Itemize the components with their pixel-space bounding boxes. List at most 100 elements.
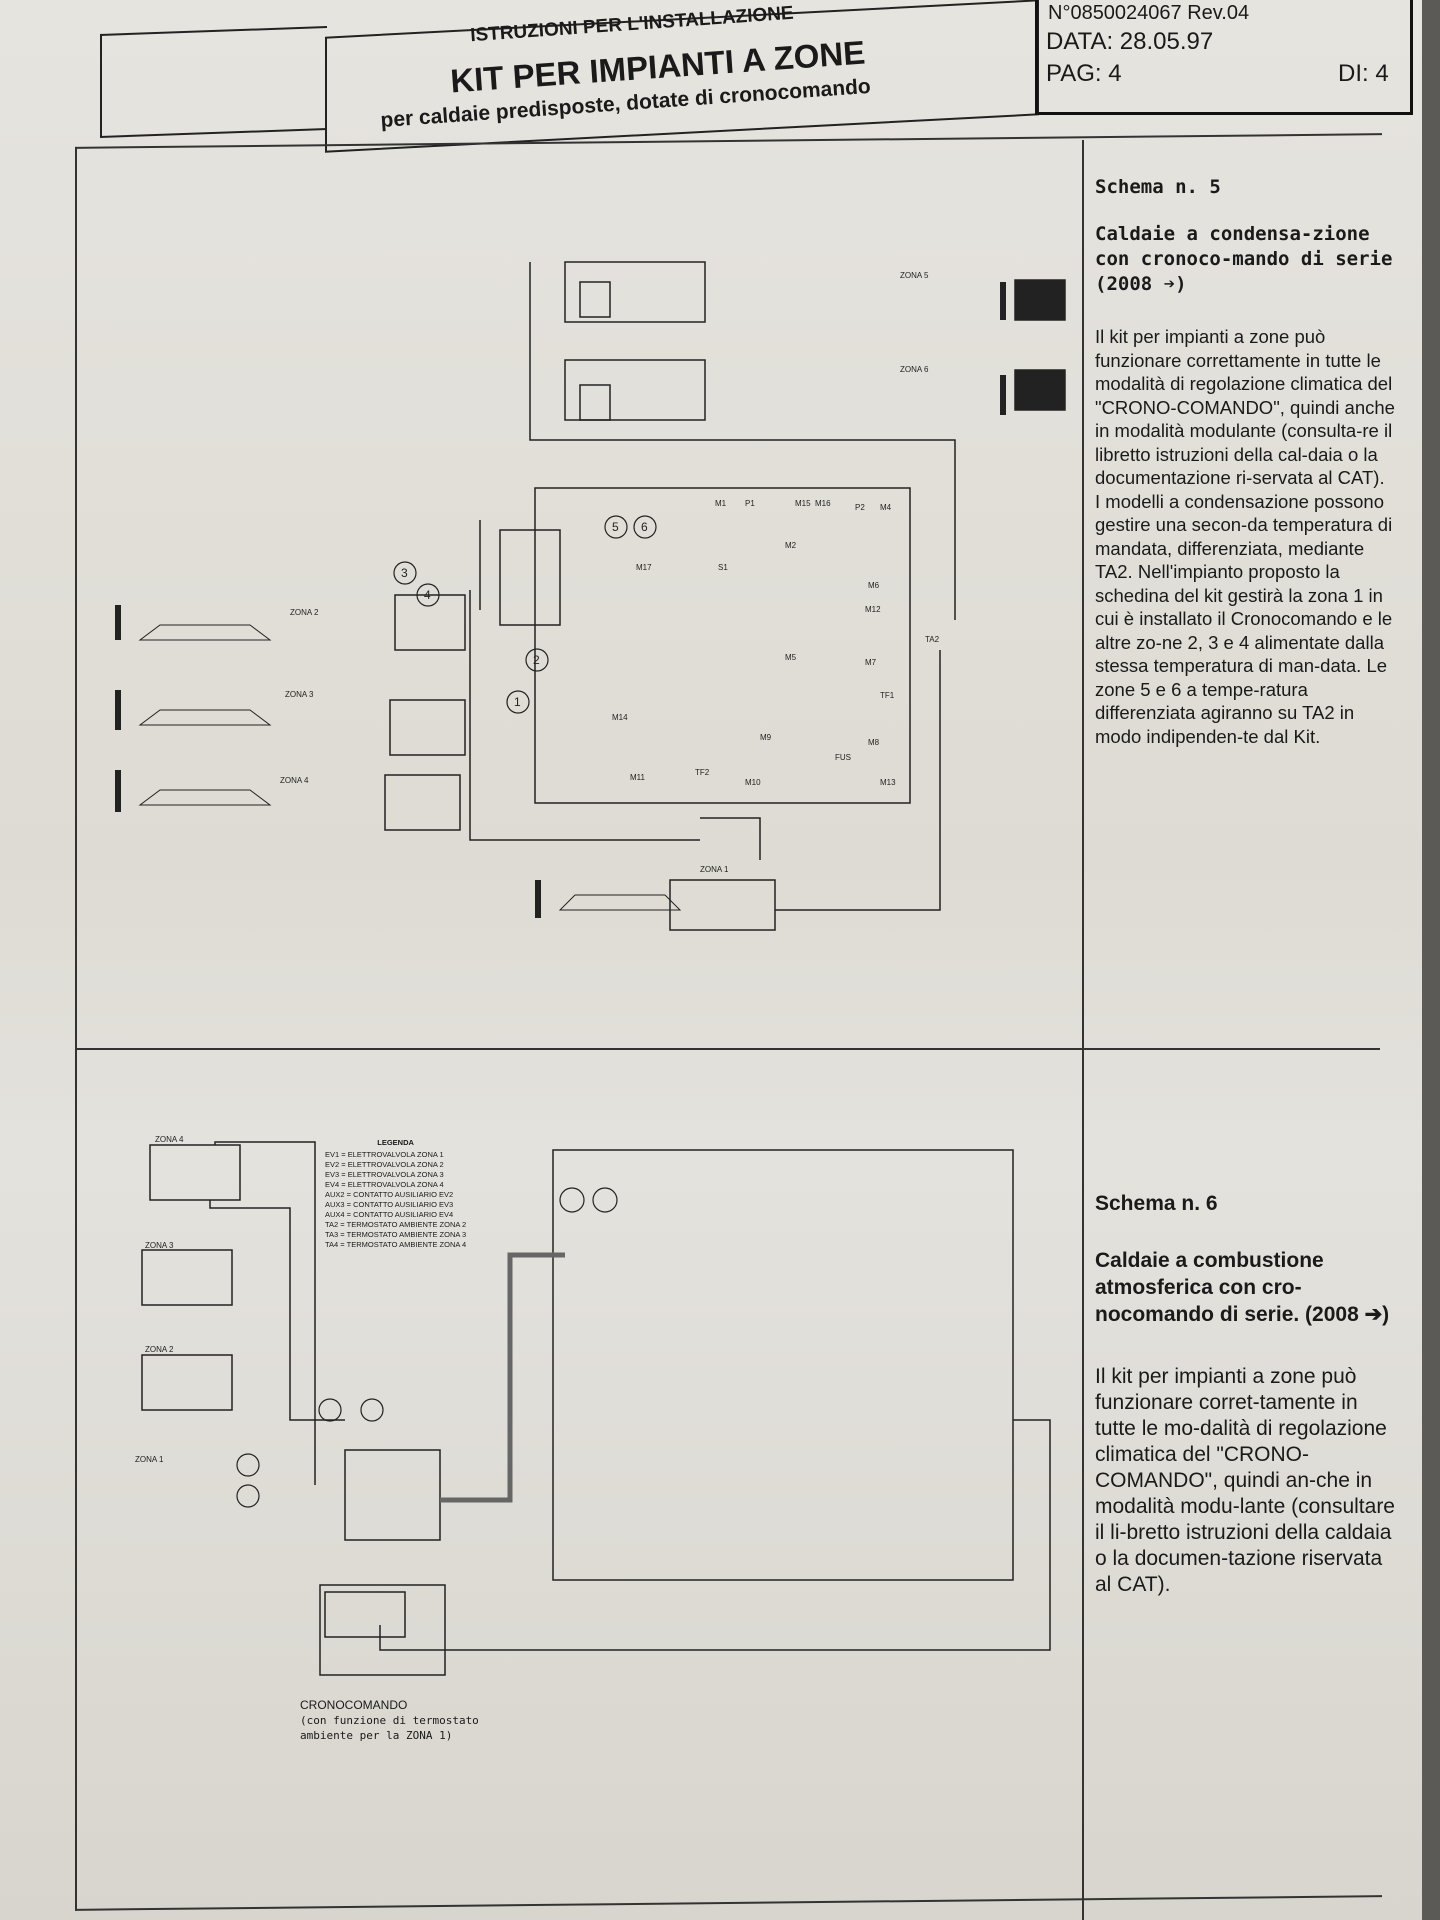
legend-item: AUX2 = CONTATTO AUSILIARIO EV2 — [325, 1190, 454, 1199]
board-label: M6 — [868, 581, 880, 590]
cronocomando-device — [319, 1584, 446, 1676]
cable-bundle — [440, 1252, 565, 1503]
board-label: TF1 — [880, 691, 895, 700]
schema5-title: Schema n. 5 — [1095, 176, 1221, 198]
legend-item: EV3 = ELETTROVALVOLA ZONA 3 — [325, 1170, 444, 1179]
board-label: M10 — [745, 778, 761, 787]
circle-label: 6 — [641, 520, 648, 534]
zone2-box — [394, 594, 466, 651]
zone3-box — [141, 1249, 233, 1306]
terminal-circle-2 — [525, 648, 549, 672]
zone-label: ZONA 2 — [145, 1345, 174, 1354]
doc-date: DATA: 28.05.97 — [1046, 28, 1214, 55]
terminal-circle-5 — [604, 515, 628, 539]
doc-page: PAG: 4 — [1046, 60, 1122, 87]
board-label: M2 — [785, 541, 797, 550]
wiring — [379, 1419, 1051, 1651]
schema5-body1: Il kit per impianti a zone può funzionar… — [1095, 326, 1395, 488]
zone-label: ZONA 1 — [135, 1455, 164, 1464]
circle-label: 1 — [514, 695, 521, 709]
zone-label: ZONA 5 — [900, 271, 929, 280]
schema6-body: Il kit per impianti a zone può funzionar… — [1095, 1365, 1395, 1596]
schema6-text: Schema n. 6 Caldaie a combustione atmosf… — [1095, 1190, 1395, 1610]
cronocomando-note: ambiente per la ZONA 1) — [300, 1729, 453, 1742]
cronocomando-caption: CRONOCOMANDO (con funzione di termostato… — [300, 1698, 479, 1743]
legend-item: TA3 = TERMOSTATO AMBIENTE ZONA 3 — [325, 1230, 467, 1239]
header-info-box: N°0850024067 Rev.04 DATA: 28.05.97 PAG: … — [1035, 0, 1413, 115]
board-label: M14 — [612, 713, 628, 722]
boiler-board — [534, 487, 911, 804]
board-label: S1 — [718, 563, 728, 572]
board-label: M5 — [785, 653, 797, 662]
terminal-circle-6 — [633, 515, 657, 539]
terminal-circle-4 — [360, 1398, 384, 1422]
cronocomando-device — [669, 879, 776, 931]
legend-title: LEGENDA — [377, 1138, 414, 1147]
cronocomando-label: CRONOCOMANDO — [300, 1698, 408, 1712]
zone3-box — [389, 699, 466, 756]
schema6-title: Schema n. 6 — [1095, 1192, 1218, 1215]
zone-label: ZONA 2 — [290, 608, 319, 617]
zone2-box — [141, 1354, 233, 1411]
board-label: M13 — [880, 778, 896, 787]
circle-label: 3 — [401, 566, 408, 580]
board-label: M11 — [630, 773, 646, 782]
board-label: FUS — [835, 753, 851, 762]
terminal-circle-6 — [592, 1187, 618, 1213]
terminal-circle-3 — [393, 561, 417, 585]
zone-label: ZONA 3 — [145, 1241, 174, 1250]
wiring — [775, 650, 941, 911]
wiring — [529, 262, 956, 620]
zone-label: ZONA 3 — [285, 690, 314, 699]
zone-label: ZONA 1 — [700, 865, 729, 874]
board-label: M16 — [815, 499, 831, 508]
terminal-circle-2 — [236, 1453, 260, 1477]
legend-item: TA2 = TERMOSTATO AMBIENTE ZONA 2 — [325, 1220, 467, 1229]
wiring — [209, 1141, 345, 1485]
doc-number: N°0850024067 Rev.04 — [1048, 2, 1250, 24]
board-label: P1 — [745, 499, 755, 508]
circle-label: 4 — [424, 588, 431, 602]
board-label: M4 — [880, 503, 892, 512]
radiator-icon — [1014, 279, 1066, 411]
board-label: M8 — [868, 738, 880, 747]
zone6-box — [564, 359, 706, 421]
board-label: TA2 — [925, 635, 940, 644]
schema5-subtitle: Caldaie a condensa-zione con cronoco-man… — [1095, 223, 1393, 295]
zone5-box — [564, 261, 706, 323]
zone-label: ZONA 6 — [900, 365, 929, 374]
thermometer-icon — [115, 605, 541, 918]
legend-item: EV4 = ELETTROVALVOLA ZONA 4 — [325, 1180, 444, 1189]
zone4-box — [149, 1144, 241, 1201]
board-label: P2 — [855, 503, 865, 512]
terminal-circle-4 — [416, 583, 440, 607]
kit-board — [499, 529, 561, 626]
legend-item: EV1 = ELETTROVALVOLA ZONA 1 — [325, 1150, 444, 1159]
legend-item: AUX4 = CONTATTO AUSILIARIO EV4 — [325, 1210, 454, 1219]
schema5-body2: I modelli a condensazione possono gestir… — [1095, 490, 1393, 747]
legend-item: AUX3 = CONTATTO AUSILIARIO EV3 — [325, 1200, 454, 1209]
board-label: M9 — [760, 733, 772, 742]
board-label: M15 — [795, 499, 811, 508]
schema5-text: Schema n. 5 Caldaie a condensa-zione con… — [1095, 175, 1395, 760]
cronocomando-note: (con funzione di termostato — [300, 1714, 479, 1727]
board-label: TF2 — [695, 768, 710, 777]
schema6-subtitle: Caldaie a combustione atmosferica con cr… — [1095, 1249, 1390, 1326]
zone-label: ZONA 4 — [155, 1135, 184, 1144]
wiring — [469, 520, 761, 860]
board-label: M17 — [636, 563, 652, 572]
circle-label: 5 — [612, 520, 619, 534]
legend-item: TA4 = TERMOSTATO AMBIENTE ZONA 4 — [325, 1240, 467, 1249]
kit-board — [344, 1449, 441, 1541]
board-label: M12 — [865, 605, 881, 614]
section-divider — [75, 1048, 1380, 1050]
board-label: M7 — [865, 658, 877, 667]
terminal-circle-1 — [506, 690, 530, 714]
circle-label: 2 — [533, 653, 540, 667]
terminal-circle-5 — [559, 1187, 585, 1213]
legend-item: EV2 = ELETTROVALVOLA ZONA 2 — [325, 1160, 444, 1169]
terminal-circle-1 — [236, 1484, 260, 1508]
background-edge — [1422, 0, 1440, 1920]
